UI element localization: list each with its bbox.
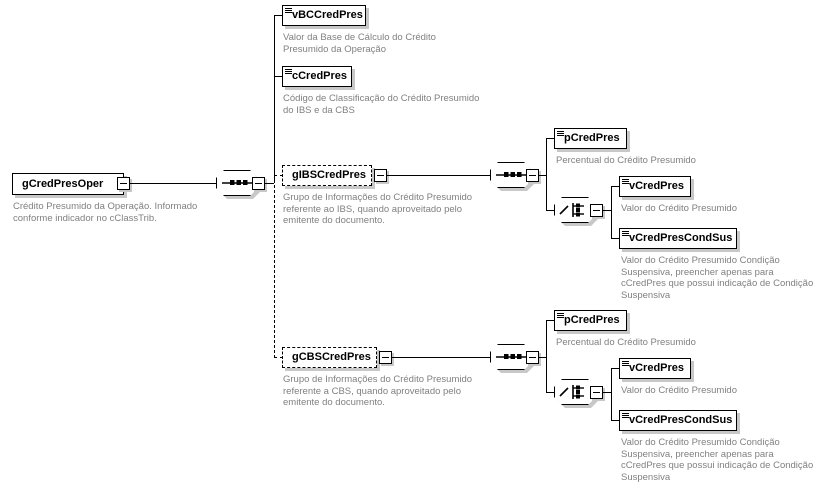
collapse-minus-icon-root[interactable] (117, 177, 130, 190)
edge-ibs-choice-out (603, 210, 612, 211)
subtree-spine-gCBS (546, 320, 547, 393)
node-gCBSCredPres[interactable]: gCBSCredPres (282, 347, 377, 368)
collapse-minus-icon-gIBSCredPres[interactable] (374, 169, 387, 182)
edge-gCBSseq-out (539, 357, 547, 358)
node-label: pCredPres (564, 132, 620, 144)
edge-to-ibs-vCredPresCondSus (611, 238, 620, 239)
node-ibs-vCredPresCondSus[interactable]: vCredPresCondSus (619, 228, 737, 249)
collapse-minus-icon-cbs-choice[interactable] (590, 386, 603, 399)
node-vBCCredPres[interactable]: vBCCredPres (282, 5, 366, 26)
edge-to-cCredPres (274, 76, 283, 77)
node-cbs-pCredPres[interactable]: pCredPres (554, 310, 627, 331)
node-label: vCredPres (629, 180, 685, 192)
description-cbs-vCredPres: Valor do Crédito Presumido (621, 385, 737, 396)
description-cbs-pCredPres: Percentual do Crédito Presumido (556, 337, 696, 348)
collapse-minus-icon-ibs-choice[interactable] (590, 204, 603, 217)
tree-spine-dashed (274, 175, 275, 358)
description-vBCCredPres: Valor da Base de Cálculo do Crédito Pres… (283, 32, 436, 55)
edge-to-gCBSCredPres (274, 357, 283, 358)
tree-spine-solid (274, 15, 275, 183)
node-gCredPresOper[interactable]: gCredPresOper (12, 173, 124, 195)
edge-gIBS-to-sequence (387, 175, 491, 176)
edge-to-cbs-vCredPres (611, 368, 620, 369)
description-gCredPresOper: Crédito Presumido da Operação. Informado… (13, 201, 198, 224)
description-cbs-vCredPresCondSus: Valor do Crédito Presumido Condição Susp… (621, 437, 814, 483)
edge-cbs-choice-out (603, 392, 612, 393)
node-label: vCredPresCondSus (629, 232, 733, 244)
node-label: gCredPresOper (22, 177, 104, 190)
collapse-minus-icon-gCBS-seq[interactable] (526, 351, 539, 364)
collapse-minus-icon-gCBSCredPres[interactable] (379, 351, 392, 364)
node-label: cCredPres (292, 70, 348, 82)
node-cbs-vCredPres[interactable]: vCredPres (619, 358, 691, 379)
node-cbs-vCredPresCondSus[interactable]: vCredPresCondSus (619, 410, 737, 431)
subtree-spine-ibs-choice (611, 186, 612, 239)
element-type-icon (285, 69, 292, 75)
collapse-minus-icon-gIBS-seq[interactable] (526, 169, 539, 182)
element-type-icon (622, 413, 629, 419)
element-type-icon (622, 361, 629, 367)
edge-to-vBCCredPres (274, 15, 283, 16)
description-ibs-pCredPres: Percentual do Crédito Presumido (556, 155, 696, 166)
edge-to-cbs-vCredPresCondSus (611, 420, 620, 421)
subtree-spine-cbs-choice (611, 368, 612, 421)
edge-sequence-to-tree (265, 183, 274, 184)
edge-to-ibs-choice (546, 210, 556, 211)
element-type-icon (557, 313, 564, 319)
node-label: gIBSCredPres (292, 169, 366, 181)
edge-to-gIBSCredPres (274, 175, 283, 176)
edge-gIBSseq-out (539, 175, 547, 176)
node-label: gCBSCredPres (292, 351, 371, 363)
description-gCBSCredPres: Grupo de Informações do Crédito Presumid… (283, 374, 473, 408)
edge-to-cbs-choice (546, 392, 556, 393)
node-label: vCredPresCondSus (629, 414, 733, 426)
description-ibs-vCredPresCondSus: Valor do Crédito Presumido Condição Susp… (621, 255, 814, 301)
edge-to-ibs-pCredPres (546, 138, 555, 139)
node-gIBSCredPres[interactable]: gIBSCredPres (282, 165, 372, 186)
element-type-icon (557, 131, 564, 137)
node-ibs-pCredPres[interactable]: pCredPres (554, 128, 627, 149)
element-type-icon (622, 179, 629, 185)
element-type-icon (285, 8, 292, 14)
node-label: vCredPres (629, 362, 685, 374)
description-gIBSCredPres: Grupo de Informações do Crédito Presumid… (283, 192, 473, 226)
node-label: vBCCredPres (292, 9, 363, 21)
edge-to-ibs-vCredPres (611, 186, 620, 187)
description-ibs-vCredPres: Valor do Crédito Presumido (621, 203, 737, 214)
subtree-spine-gIBS (546, 138, 547, 211)
node-cCredPres[interactable]: cCredPres (282, 66, 352, 87)
edge-root-to-sequence (130, 183, 217, 184)
edge-gCBS-to-sequence (392, 357, 491, 358)
description-cCredPres: Código de Classificação do Crédito Presu… (283, 93, 480, 116)
element-type-icon (622, 231, 629, 237)
edge-to-cbs-pCredPres (546, 320, 555, 321)
node-label: pCredPres (564, 314, 620, 326)
collapse-minus-icon-root-seq[interactable] (252, 177, 265, 190)
node-ibs-vCredPres[interactable]: vCredPres (619, 176, 691, 197)
